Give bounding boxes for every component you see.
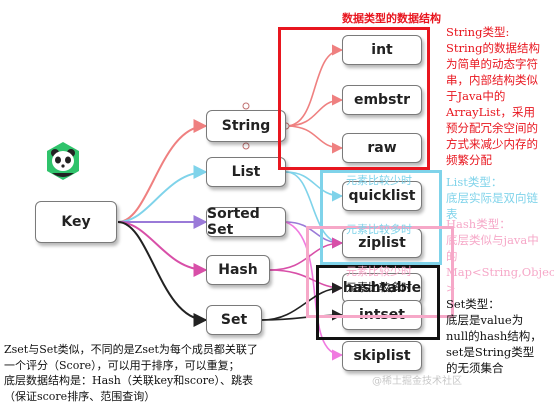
key-node[interactable]: Key	[35, 201, 117, 243]
zset-note: Zset与Set类似，不同的是Zset为每个成员都关联了 一个评分（Score）…	[4, 343, 258, 403]
struct-node-raw[interactable]: raw	[342, 133, 422, 163]
struct-node-quicklist[interactable]: quicklist	[342, 181, 422, 211]
edge-key-list	[117, 165, 208, 223]
watermark: @稀土掘金技术社区	[372, 376, 462, 387]
list-few-label: 元素比较少时	[346, 174, 412, 187]
struct-node-ziplist[interactable]: ziplist	[342, 228, 422, 258]
struct-node-int[interactable]: int	[342, 35, 422, 65]
hash-few-label: 元素比较少时	[346, 265, 412, 278]
type-node-hash[interactable]: Hash	[206, 255, 270, 285]
type-node-string[interactable]: String	[206, 110, 286, 142]
set-note: Set类型： 底层是value为 null的hash结构， set是String…	[446, 297, 542, 375]
set-many-label: 元素比较多时	[346, 281, 412, 294]
type-node-list[interactable]: List	[206, 157, 286, 187]
edge-list-quicklist	[285, 171, 344, 202]
edge-hash-ziplist	[269, 237, 344, 271]
edge-zset-skiplist	[285, 221, 344, 361]
edge-string-raw	[285, 125, 344, 154]
hash-group-frame	[306, 226, 454, 318]
struct-node-embstr[interactable]: embstr	[342, 85, 422, 115]
set-group-frame	[316, 265, 440, 340]
string-group-frame	[278, 27, 430, 170]
diagram-title: 数据类型的数据结构	[342, 12, 441, 25]
list-many-label: 元素比较多时	[346, 223, 412, 236]
panda-avatar-icon	[44, 141, 82, 181]
list-note: List类型： 底层实际是双向链 表	[446, 175, 538, 221]
list-group-frame	[320, 170, 442, 265]
edge-string-int	[285, 44, 344, 127]
edge-key-string	[117, 119, 208, 223]
struct-node-hashtable[interactable]: hashtable	[342, 273, 422, 303]
string-note: String类型: String的数据结构 为简单的动态字符 串，内部结构类似 …	[446, 25, 540, 167]
type-node-set[interactable]: Set	[206, 305, 262, 335]
edge-key-hash	[117, 221, 208, 277]
edge-set-hashtable	[261, 282, 344, 321]
edge-string-embstr	[285, 94, 344, 127]
struct-node-skiplist[interactable]: skiplist	[342, 341, 422, 371]
edge-key-set	[117, 221, 208, 327]
hash-note: Hash类型： 底层类似与java中 的 Map<String,Object >	[446, 217, 554, 295]
type-node-sorted-set[interactable]: Sorted Set	[206, 206, 286, 238]
